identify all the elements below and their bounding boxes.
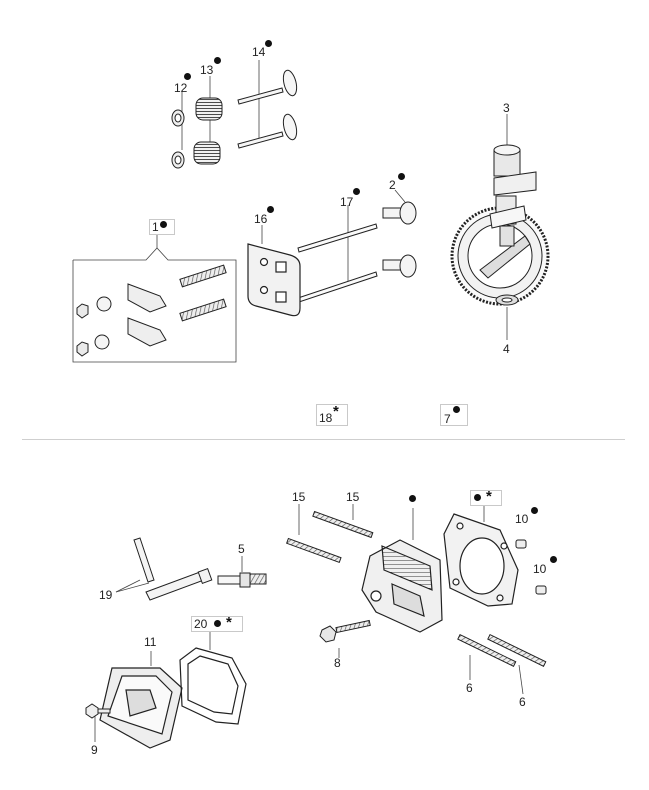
stud-15	[286, 510, 374, 564]
dot-marker	[214, 57, 221, 64]
callout-8: 8	[334, 656, 341, 670]
head-gasket	[443, 513, 519, 607]
callout-13: 13	[200, 63, 214, 77]
callout-10a: 10	[515, 512, 529, 526]
star-marker: *	[226, 614, 232, 631]
camshaft-3	[450, 144, 550, 306]
dot-marker	[398, 173, 405, 180]
callout-11: 11	[144, 635, 157, 649]
spark-plug-5	[217, 572, 267, 588]
dot-marker	[160, 221, 167, 228]
spark-plug-wrench-19	[133, 537, 213, 601]
tappet-2	[382, 201, 417, 278]
callout-7: 7	[444, 412, 451, 426]
cover-gasket-20	[179, 647, 247, 725]
callout-3: 3	[503, 101, 510, 115]
stud-6	[457, 633, 547, 667]
cylinder-head	[361, 539, 443, 633]
dot-marker	[453, 406, 460, 413]
callout-14: 14	[252, 45, 266, 59]
screw-9	[85, 703, 111, 719]
callout-15b: 15	[346, 490, 360, 504]
washer-4	[495, 294, 519, 306]
callout-15a: 15	[292, 490, 306, 504]
callout-20: 20	[194, 617, 208, 631]
valve-14	[237, 69, 298, 149]
retainer-12	[171, 109, 185, 169]
dot-marker	[353, 188, 360, 195]
callout-19: 19	[99, 588, 113, 602]
callout-12: 12	[174, 81, 188, 95]
dot-marker	[265, 40, 272, 47]
dowel-pin-10	[515, 539, 547, 595]
dot-marker	[267, 206, 274, 213]
dot-marker	[214, 620, 221, 627]
valve-spring-13	[193, 97, 223, 165]
tag-box	[440, 404, 468, 426]
callout-10b: 10	[533, 562, 547, 576]
dot-marker	[474, 494, 481, 501]
callout-17: 17	[340, 195, 354, 209]
dot-marker	[184, 73, 191, 80]
dot-marker	[409, 495, 416, 502]
callout-6a: 6	[466, 681, 473, 695]
head-cover-11	[99, 667, 183, 749]
callout-1: 1	[152, 220, 159, 234]
callout-16: 16	[254, 212, 268, 226]
callout-4: 4	[503, 342, 510, 356]
star-marker: *	[486, 488, 492, 505]
section-divider	[22, 439, 625, 440]
callout-5: 5	[238, 542, 245, 556]
star-marker: *	[333, 403, 339, 420]
guide-plate-16	[247, 243, 301, 317]
callout-9: 9	[91, 743, 98, 757]
callout-6b: 6	[519, 695, 526, 709]
callout-2: 2	[389, 178, 396, 192]
tag-box	[316, 404, 348, 426]
dot-marker	[531, 507, 538, 514]
push-rod-17	[297, 223, 378, 303]
rocker-kit-1	[76, 264, 227, 357]
bolt-8	[319, 619, 371, 643]
dot-marker	[550, 556, 557, 563]
callout-18: 18	[319, 411, 333, 425]
